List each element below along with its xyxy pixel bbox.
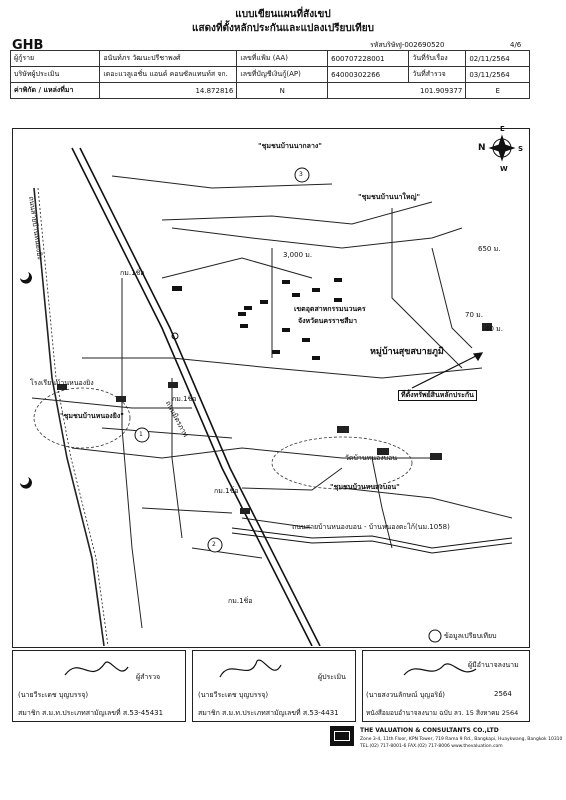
ref-label: รหัสบริษัท [370, 41, 401, 49]
legend-comparison: ข้อมูลเปรียบเทียบ [444, 632, 497, 640]
name-authorized: (นายสงวนลักษณ์ บุญอริย์) [366, 691, 446, 699]
crescent-symbols [20, 272, 32, 489]
local-roads [31, 175, 513, 629]
value-borrower: อนันท์ภร วัฒนะปรีชาพงศ์ [99, 50, 238, 67]
info-row-3: ค่าพิกัด / แหล่งที่มา 14.872816 N 101.90… [9, 82, 530, 99]
label-collateral: ที่ตั้งทรัพย์สินหลักประกัน [398, 390, 477, 401]
name-surveyor: (นายวีระเดช บุญบรรจุ) [18, 691, 89, 699]
compass-north: N [478, 143, 486, 153]
label-borrower: ผู้กู้ราย [9, 50, 101, 67]
label-coordinates: ค่าพิกัด / แหล่งที่มา [9, 82, 101, 99]
ghb-logo: GHB [12, 38, 44, 53]
compass-icon [488, 134, 516, 162]
railway [33, 187, 109, 646]
label-km-4: กม.1ชิ่อ [228, 597, 253, 605]
date-authorized: 2564 [494, 690, 512, 698]
label-dist-3000: 3,000 ม. [283, 251, 313, 259]
map-canvas [20, 134, 516, 646]
name-appraiser: (นายวีระเดช บุญบรรจุ) [198, 691, 269, 699]
label-km-2: กม.1ชิ่อ [172, 395, 197, 403]
bottom-road [231, 527, 513, 554]
compass-south: S [518, 145, 524, 153]
collateral-arrow [411, 352, 484, 389]
label-community-top: "ชุมชนบ้านนากลาง" [258, 142, 322, 150]
factory-markers [172, 278, 342, 360]
member-surveyor: สมาชิก ส.ม.ท.ประเภทสามัญเลขที่ ส.53-4543… [18, 709, 164, 717]
value-latitude: 14.872816 [99, 82, 238, 99]
label-district: เขตอุตสาหกรรมนวนคร [294, 305, 366, 313]
value-lon-dir: E [465, 82, 530, 99]
label-province: จังหวัดนครราชสีมา [298, 317, 358, 325]
label-survey: วันที่สำรวจ [408, 66, 467, 83]
label-community-bottom: "ชุมชนบ้านหนองบอน" [330, 483, 400, 491]
title-sub: แสดงที่ตั้งหลักประกันและแปลงเปรียบเทียบ [192, 23, 374, 34]
compass-east: E [500, 125, 505, 133]
label-company: บริษัทผู้ประเมิน [9, 66, 101, 83]
role-authorized: ผู้มีอำนาจลงนาม [468, 661, 519, 669]
label-km-3: กม.1ชิ่อ [214, 487, 239, 495]
info-table: ผู้กู้ราย อนันท์ภร วัฒนะปรีชาพงศ์ เลขที่… [9, 50, 530, 99]
label-dist-40: 40 ม. [485, 325, 503, 333]
label-road-bottom: ถนนสายบ้านหนองบอน - บ้านหนองตะไก้(นม.105… [292, 523, 450, 531]
building-markers [57, 323, 492, 514]
label-file: เลขที่แฟ้ม (AA) [236, 50, 329, 67]
value-lat-dir: N [236, 82, 329, 99]
label-dist-70: 70 ม. [465, 311, 483, 319]
authorization-note: หนังสือมอบอำนาจลงนาม ฉบับ ลว. 15 สิงหาคม… [366, 709, 519, 717]
member-appraiser: สมาชิก ส.ม.ท.ประเภทสามัญเลขที่ ส.53-4431 [198, 709, 339, 717]
circle-mark-1: 1 [139, 431, 143, 438]
label-km-1: กม.1ชิ่อ [120, 269, 145, 277]
value-received: 02/11/2564 [465, 50, 530, 67]
label-village-main: หมู่บ้านสุขสบายภูมิ [370, 347, 444, 357]
label-community-right: "ชุมชนบ้านนาใหญ่" [358, 193, 421, 201]
rail-stations [171, 332, 179, 340]
info-row-2: บริษัทผู้ประเมิน เดอะแวลูเอชั่น แอนด์ คอ… [9, 66, 530, 83]
info-row-1: ผู้กู้ราย อนันท์ภร วัฒนะปรีชาพงศ์ เลขที่… [9, 50, 530, 67]
circle-mark-3: 3 [299, 171, 303, 178]
label-school: โรงเรียนบ้านหนองยิง [30, 379, 94, 387]
community-zones [33, 387, 413, 490]
signature-1 [64, 661, 129, 676]
signature-box-appraiser [192, 650, 356, 722]
label-community-left: "ชุมชนบ้านหนองยิง" [60, 412, 124, 420]
value-longitude: 101.909377 [327, 82, 467, 99]
label-temple: วัดบ้านหนองบอน [345, 454, 398, 462]
value-account: 64000302266 [327, 66, 410, 83]
signature-box-authorized [362, 650, 530, 722]
compass-west: W [500, 165, 508, 173]
label-received: วันที่รับเรื่อง [408, 50, 467, 67]
page-number: 4/6 [510, 41, 522, 49]
value-survey: 03/11/2564 [465, 66, 530, 83]
ref-value: J-002690520 [400, 41, 445, 49]
main-highway [71, 147, 321, 646]
signature-box-surveyor [12, 650, 186, 722]
title-main: แบบเขียนแผนที่สังเขป [235, 9, 331, 20]
comparison-circles [134, 167, 442, 643]
signature-2 [219, 659, 282, 678]
company-contact: TEL.(02) 717-8001-6 FAX.(02) 717-8006 ww… [360, 744, 503, 749]
company-address: Zone 3-4, 11th Floor, KPN Tower, 719 Ram… [360, 737, 563, 742]
role-appraiser: ผู้ประเมิน [318, 673, 346, 681]
signature-3 [403, 663, 477, 676]
company-logo-icon [330, 726, 354, 746]
company-name: THE VALUATION & CONSULTANTS CO.,LTD [360, 727, 499, 734]
map-frame [12, 128, 530, 648]
role-surveyor: ผู้สำรวจ [136, 673, 161, 681]
value-file: 600707228001 [327, 50, 410, 67]
label-dist-650: 650 ม. [478, 245, 501, 253]
circle-mark-2: 2 [212, 541, 216, 548]
value-company: เดอะแวลูเอชั่น แอนด์ คอนซัลแทนท์ส จก. [99, 66, 238, 83]
label-account: เลขที่บัญชีเงินกู้(AP) [236, 66, 329, 83]
